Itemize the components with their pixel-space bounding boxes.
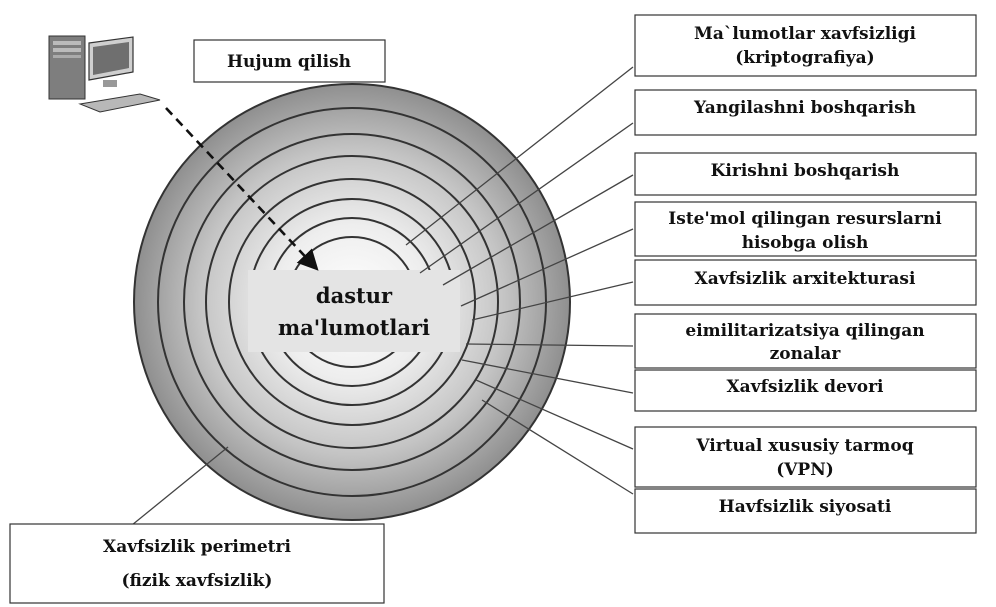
layer-label-cryptography-line-2: (kriptografiya) xyxy=(735,48,874,68)
layer-label-vpn-line-1: Virtual xususiy tarmoq xyxy=(695,436,913,456)
layer-label-security-policy: Havfsizlik siyosati xyxy=(719,497,892,517)
layer-label-firewall: Xavfsizlik devori xyxy=(726,377,884,397)
layer-box-security-policy: Havfsizlik siyosati xyxy=(634,488,977,534)
layer-label-demilitarized-zones-line-2: zonalar xyxy=(770,344,842,364)
layer-box-cryptography: Ma`lumotlar xavfsizligi (kriptografiya) xyxy=(634,14,977,77)
layer-label-resource-accounting-line-2: hisobga olish xyxy=(742,233,869,253)
layer-label-update-management: Yangilashni boshqarish xyxy=(693,98,916,118)
center-label: dastur ma'lumotlari xyxy=(248,270,460,352)
perimeter-label-line-1: Xavfsizlik perimetri xyxy=(103,537,291,557)
layer-box-resource-accounting: Iste'mol qilingan resurslarni hisobga ol… xyxy=(634,201,977,257)
connector-lines xyxy=(115,66,634,539)
layer-label-cryptography-line-1: Ma`lumotlar xavfsizligi xyxy=(694,24,917,44)
center-label-line-2: ma'lumotlari xyxy=(278,315,430,340)
desktop-computer-icon xyxy=(48,35,161,113)
layer-label-resource-accounting-line-1: Iste'mol qilingan resurslarni xyxy=(668,209,942,229)
perimeter-label-line-2: (fizik xavfsizlik) xyxy=(122,571,273,591)
perimeter-box: Xavfsizlik perimetri (fizik xavfsizlik) xyxy=(9,523,385,604)
layer-boxes: Ma`lumotlar xavfsizligi (kriptografiya) … xyxy=(634,14,977,534)
layer-label-access-control: Kirishni boshqarish xyxy=(711,161,900,181)
layer-label-vpn-line-2: (VPN) xyxy=(776,460,834,480)
layer-box-vpn: Virtual xususiy tarmoq (VPN) xyxy=(634,426,977,488)
attack-arrow xyxy=(165,107,319,271)
layer-box-firewall: Xavfsizlik devori xyxy=(634,369,977,412)
center-label-line-1: dastur xyxy=(316,283,393,308)
layer-box-security-architecture: Xavfsizlik arxitekturasi xyxy=(634,259,977,306)
attack-label: Hujum qilish xyxy=(227,52,351,72)
layer-box-demilitarized-zones: eimilitarizatsiya qilingan zonalar xyxy=(634,313,977,369)
layer-box-update-management: Yangilashni boshqarish xyxy=(634,89,977,136)
layer-label-security-architecture: Xavfsizlik arxitekturasi xyxy=(695,269,916,289)
layer-label-demilitarized-zones-line-1: eimilitarizatsiya qilingan xyxy=(685,321,924,341)
attack-box: Hujum qilish xyxy=(193,39,386,83)
layer-box-access-control: Kirishni boshqarish xyxy=(634,152,977,196)
